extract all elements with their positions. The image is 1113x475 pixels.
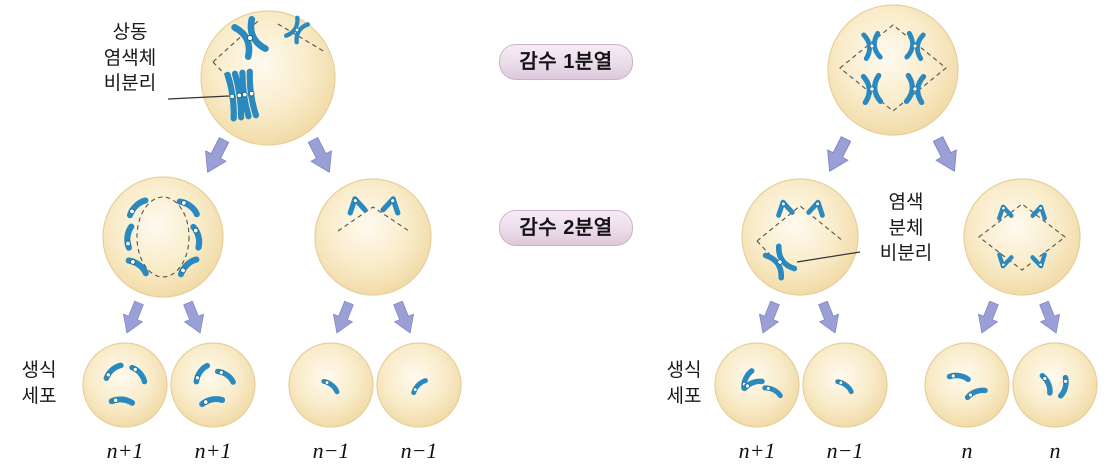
nondisjoined-homolog-bundle xyxy=(227,72,257,119)
division-arrow xyxy=(927,133,966,177)
left-parent-cell xyxy=(167,10,336,146)
division-arrow xyxy=(1034,298,1066,338)
spindle-dash xyxy=(337,206,410,232)
left-panel xyxy=(82,10,462,428)
germ-cell-label-left: 생식 세포 xyxy=(21,360,57,407)
homologous-nondisjunction-label: 상동 염색체 비분리 xyxy=(103,22,157,95)
spindle-dash xyxy=(756,205,844,242)
right-gamete-cell-3 xyxy=(924,342,1010,428)
gamete-count-label: n+1 xyxy=(194,438,232,463)
gamete-count-label: n+1 xyxy=(106,438,144,463)
left-gamete-cell-2 xyxy=(170,342,256,428)
meiosis2-stage-label: 감수 2분열 xyxy=(499,210,633,246)
gamete-count-label: n−1 xyxy=(312,438,350,463)
gamete-count-label: n xyxy=(1049,438,1061,463)
right-gamete-cell-1 xyxy=(714,342,800,428)
gamete-count-label: n−1 xyxy=(826,438,864,463)
left-gamete-cell-3 xyxy=(288,342,374,428)
left-secondary-cell-1 xyxy=(102,176,224,298)
division-arrow xyxy=(753,298,785,338)
right-secondary-cell-2 xyxy=(963,178,1081,296)
right-parent-cell xyxy=(827,4,959,136)
meiosis1-stage-label: 감수 1분열 xyxy=(499,44,633,80)
division-arrow xyxy=(302,134,341,178)
left-secondary-cell-2 xyxy=(314,178,432,296)
division-arrow xyxy=(972,298,1004,338)
division-arrow xyxy=(388,298,420,338)
left-gamete-cell-1 xyxy=(82,342,168,428)
left-gamete-cell-4 xyxy=(376,342,462,428)
division-arrow xyxy=(196,134,235,178)
division-arrow xyxy=(327,298,359,338)
label-pointer-line xyxy=(167,95,230,100)
right-gamete-cell-4 xyxy=(1012,342,1098,428)
spindle-dash xyxy=(978,203,1066,271)
division-arrow xyxy=(818,133,857,177)
right-secondary-cell-1 xyxy=(741,178,861,296)
right-gamete-cell-2 xyxy=(802,342,888,428)
right-panel xyxy=(714,4,1098,428)
spindle-dash xyxy=(136,196,190,278)
gamete-count-label: n+1 xyxy=(738,438,776,463)
division-arrow xyxy=(813,298,845,338)
spindle-dash xyxy=(277,23,326,53)
division-arrow xyxy=(178,298,210,338)
gamete-count-label: n−1 xyxy=(400,438,438,463)
label-pointer-line xyxy=(796,251,861,263)
chromatid-nondisjunction-label: 염색 분체 비분리 xyxy=(879,192,933,265)
germ-cell-label-right: 생식 세포 xyxy=(666,360,702,407)
division-arrow xyxy=(117,298,149,338)
gamete-count-label: n xyxy=(961,438,973,463)
